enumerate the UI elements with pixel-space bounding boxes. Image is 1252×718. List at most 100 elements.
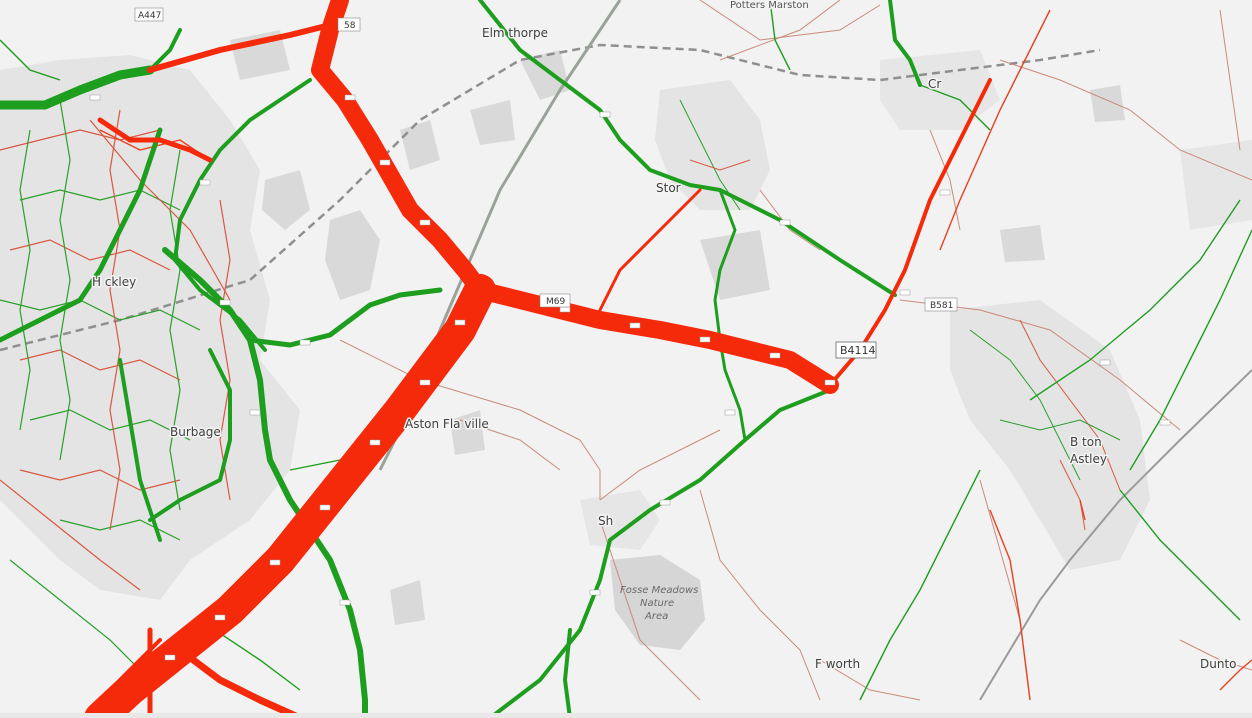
road-segment-label-icon[interactable] [249, 409, 261, 416]
woodland-patch [1090, 85, 1125, 122]
place-label-hinckley[interactable]: H ckley [91, 274, 138, 291]
road-segment-label-icon[interactable] [559, 306, 571, 313]
low-flow-link-major [713, 188, 747, 442]
place-label-dunton[interactable]: Dunto [1199, 656, 1239, 673]
minor-road [339, 339, 601, 500]
road-segment-label-icon[interactable] [319, 504, 331, 511]
road-segment-label-icon[interactable] [419, 379, 431, 386]
place-label-broughton-astley-line1[interactable]: B ton [1069, 434, 1104, 451]
road-segment-label-icon[interactable] [454, 319, 466, 326]
town-street [109, 109, 121, 531]
area-labels: Fosse Meadows Nature Area [620, 585, 698, 622]
road-segment-label-icon[interactable] [599, 111, 611, 118]
road-segment-label-icon[interactable] [779, 219, 791, 226]
town-street [9, 239, 171, 271]
town-street [19, 189, 181, 211]
town-street [0, 129, 161, 151]
town-street [9, 559, 151, 681]
road-segment-label-icon[interactable] [214, 614, 226, 621]
town-street [0, 299, 201, 331]
place-label-aston-flamville[interactable]: Aston Fla ville [404, 416, 491, 433]
road-segment-label-icon[interactable] [419, 219, 431, 226]
low-flow-link-major [0, 127, 163, 343]
town-street [219, 199, 231, 501]
road-segment-label-icon[interactable] [339, 599, 351, 606]
minor-road [719, 0, 841, 61]
high-flow-link-major [147, 22, 333, 73]
place-label-potters-marston[interactable]: Potters Marston [729, 0, 811, 13]
road-segment-label-icon[interactable] [344, 94, 356, 101]
road-segment-label-icon[interactable] [724, 409, 736, 416]
road-segment-label-icon[interactable] [379, 159, 391, 166]
map-bottom-edge [0, 713, 1252, 718]
place-label-croft[interactable]: Cr [927, 76, 943, 93]
road-segment-label-icon[interactable] [629, 322, 641, 329]
minor-road [699, 0, 881, 41]
town-street [29, 409, 191, 441]
low-flow-link [919, 84, 991, 131]
road-segment-label-icon[interactable] [89, 94, 101, 101]
railway-line-main [0, 43, 1101, 352]
place-label-frolesworth[interactable]: F worth [814, 656, 862, 673]
road-segment-label-icon[interactable] [589, 589, 601, 596]
low-flow-link-major [247, 287, 443, 348]
road-ref-shield [835, 341, 877, 359]
village-street [999, 419, 1121, 441]
road-segment-label-icon[interactable] [939, 189, 951, 196]
low-flow-link-major [0, 65, 155, 110]
place-label-burbage[interactable]: Burbage [169, 424, 223, 441]
high-flow-link-major [176, 646, 304, 718]
minor-road [929, 129, 961, 231]
low-flow-link [1119, 489, 1241, 621]
village-street [1019, 319, 1121, 491]
low-flow-link-major [118, 358, 162, 542]
woodland-patch [325, 210, 380, 300]
road-ref-b581: B581 [930, 301, 953, 311]
town-street [19, 129, 31, 431]
woodland-patch [262, 170, 310, 230]
road-segment-label-icon[interactable] [1099, 359, 1111, 366]
road-segment-label-icon[interactable] [824, 379, 836, 386]
road-segment-label-icon[interactable] [899, 289, 911, 296]
urban-area-sharnford [580, 490, 660, 550]
village-street [689, 159, 751, 171]
low-flow-link-major [148, 348, 232, 522]
road-segment-label-icon[interactable] [659, 499, 671, 506]
road-segment-label-icon[interactable] [299, 339, 311, 346]
urban-area-broughton-astley [950, 300, 1150, 570]
woodland-patch [1000, 225, 1045, 262]
road-segment-label-icon[interactable] [699, 336, 711, 343]
road-ref-b4114: B4114 [840, 344, 876, 357]
place-label-elmesthorpe[interactable]: Elm thorpe [481, 25, 550, 42]
high-flow-link [1079, 499, 1086, 521]
town-street-network [0, 99, 231, 681]
low-flow-link [1129, 229, 1252, 471]
low-flow-link-major [488, 388, 832, 718]
road-ref-a447: A447 [138, 11, 161, 21]
road-segment-label-icon[interactable] [369, 439, 381, 446]
road-segment-label-icon[interactable] [219, 299, 231, 306]
railway-line-right [979, 369, 1252, 701]
place-label-stoney-stanton[interactable]: Stor [655, 180, 683, 197]
place-label-broughton-astley-line2[interactable]: Astley [1069, 451, 1109, 468]
low-flow-links-thin [0, 0, 1252, 701]
place-label-sharnford[interactable]: Sh [597, 513, 615, 530]
minor-road [819, 659, 921, 701]
low-flow-link-major [148, 28, 182, 72]
road-segment-label-icon[interactable] [164, 654, 176, 661]
area-label-fosse-meadows-area: Area [644, 611, 668, 622]
town-street [0, 479, 141, 591]
minor-road [1179, 639, 1252, 671]
road-segment-label-icon[interactable] [199, 179, 211, 186]
high-flow-link [1219, 659, 1252, 691]
road-segment-label-icon[interactable] [1159, 419, 1171, 426]
low-flow-link-major [478, 0, 722, 192]
road-segment-label-icon[interactable] [769, 352, 781, 359]
road-segment-label-icon[interactable] [269, 559, 281, 566]
minor-road [599, 429, 721, 501]
village-street [969, 329, 1081, 481]
minor-road [1219, 9, 1241, 151]
town-street [59, 99, 71, 461]
